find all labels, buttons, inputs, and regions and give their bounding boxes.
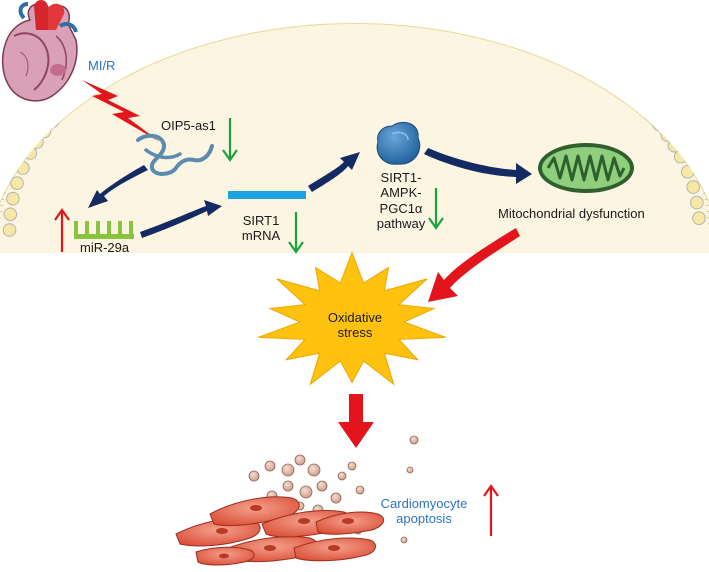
- mrna-down-arrow: [288, 212, 304, 254]
- oxidative-stress-label: Oxidative stress: [315, 310, 395, 341]
- oip5-as1-lncrna-icon: [136, 133, 214, 176]
- oip5-down-arrow: [222, 118, 238, 162]
- pathway-label-line4: pathway: [376, 215, 426, 231]
- cardiomyocyte-apoptosis-label: Cardiomyocyte apoptosis: [376, 496, 472, 527]
- sirt1-mrna-bar: [228, 191, 306, 199]
- mir-29a-label: miR-29a: [80, 240, 130, 255]
- oxidative-stress-starburst: [258, 251, 446, 386]
- arrow-oip5-to-mir29a: [88, 165, 148, 208]
- mi-r-label: MI/R: [88, 58, 116, 73]
- apoptotic-bodies: [248, 435, 419, 544]
- oxidative-stress-line1: Oxidative: [327, 310, 383, 325]
- pathway-label-line2: AMPK-: [380, 185, 422, 201]
- sirt1-mrna-label-line1: SIRT1: [242, 213, 280, 228]
- oxidative-stress-line2: stress: [337, 325, 373, 341]
- arrow-protein-to-mito: [424, 148, 532, 184]
- mir29a-up-arrow: [54, 208, 70, 252]
- cardiomyocyte-apoptosis-line1: Cardiomyocyte: [380, 496, 468, 511]
- dark-arrows: [88, 148, 532, 238]
- arrow-mrna-to-protein: [308, 152, 360, 192]
- sirt1-mrna-label-line2: mRNA: [241, 228, 281, 244]
- mito-dysfunction-label: Mitochondrial dysfunction: [498, 206, 645, 221]
- pathway-label-line3: PGC1α: [379, 200, 423, 216]
- cardiomyocyte-apoptosis-line2: apoptosis: [396, 511, 452, 527]
- mir-29a-icon: [74, 221, 134, 239]
- arrow-mir29a-to-mrna: [140, 200, 222, 238]
- oip5-as1-label: OIP5-as1: [161, 118, 216, 133]
- sirt1-mrna-label: SIRT1 mRNA: [234, 213, 288, 244]
- cardiomyocyte-cells-icon: [175, 496, 385, 566]
- arrow-stress-to-apoptosis: [338, 394, 374, 448]
- regulation-arrows: [54, 118, 499, 536]
- mitochondrion-icon: [538, 143, 634, 193]
- sirt1-protein-icon: [376, 122, 421, 165]
- lightning-icon: [82, 80, 160, 142]
- apoptosis-up-arrow: [483, 484, 499, 536]
- pathway-label-line1: SIRT1-: [380, 170, 422, 185]
- red-arrows: [338, 228, 520, 448]
- heart-icon: [1, 0, 78, 102]
- pathway-down-arrow: [428, 188, 444, 230]
- arrow-mito-to-stress: [428, 228, 520, 302]
- pathway-label: SIRT1- AMPK- PGC1α pathway: [366, 170, 436, 231]
